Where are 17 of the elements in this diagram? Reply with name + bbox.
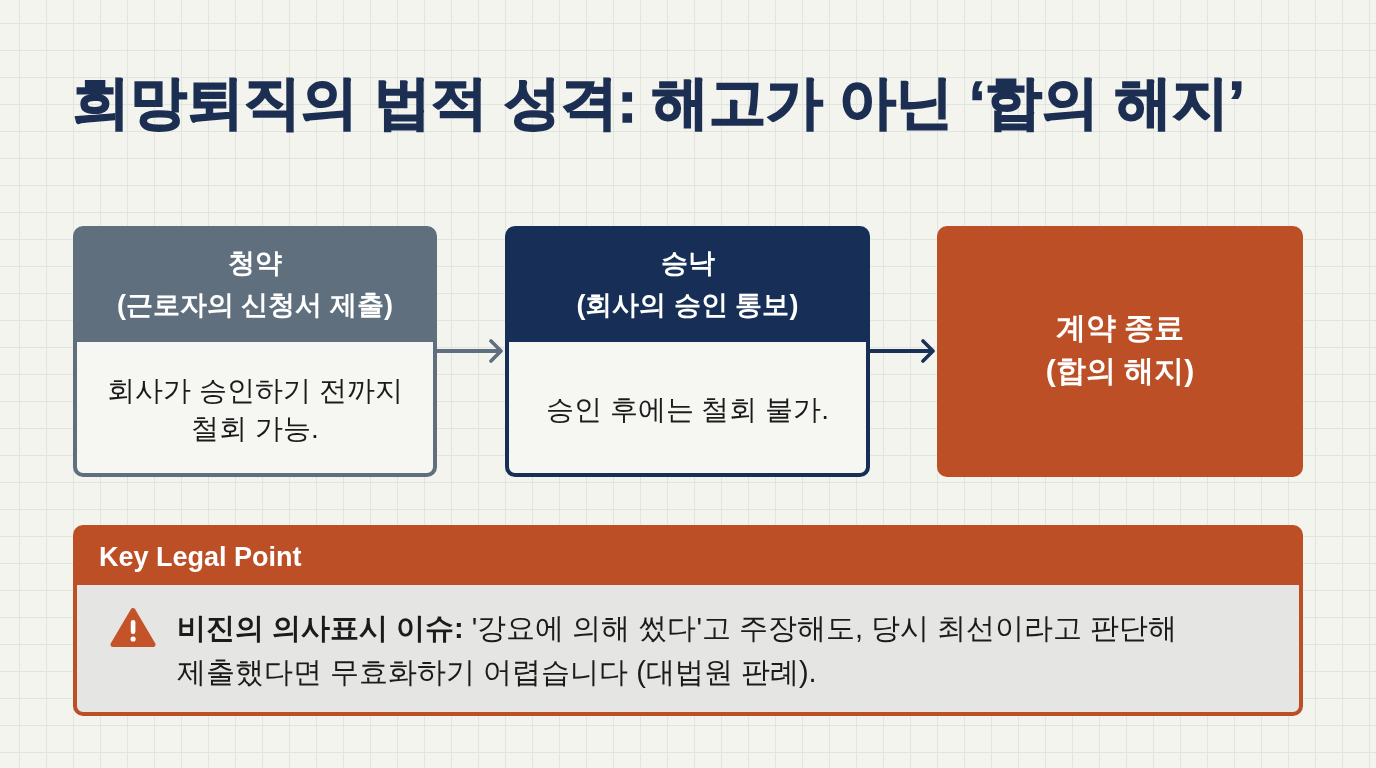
box-heading: 계약 종료 xyxy=(1055,310,1185,346)
callout-heading: Key Legal Point xyxy=(99,541,302,574)
process-box xyxy=(73,226,437,477)
box-subheading: (회사의 승인 통보) xyxy=(576,289,799,322)
box-text: 승인 후에는 철회 불가. xyxy=(545,393,830,427)
box-heading: 청약 xyxy=(228,247,282,280)
arrow xyxy=(870,339,935,363)
title: 희망퇴직의 법적 성격: 해고가 아닌 ‘합의 해지’ xyxy=(73,69,1245,136)
arrow xyxy=(437,339,503,363)
box-subheading: (합의 해지) xyxy=(1045,353,1195,389)
box-text: 회사가 승인하기 전까지 철회 가능. xyxy=(106,374,404,446)
callout-text: 비진의 의사표시 이슈: '강요에 의해 썼다'고 주장해도, 당시 최선이라고 판단해 제출했다면 무효화하기 어렵습니다 (대법원 판례). xyxy=(177,611,1179,690)
result-box xyxy=(937,226,1303,477)
process-box xyxy=(505,226,870,477)
box-heading: 승낙 xyxy=(660,247,715,280)
box-subheading: (근로자의 신청서 제출) xyxy=(117,289,393,322)
callout-box xyxy=(73,525,1303,716)
